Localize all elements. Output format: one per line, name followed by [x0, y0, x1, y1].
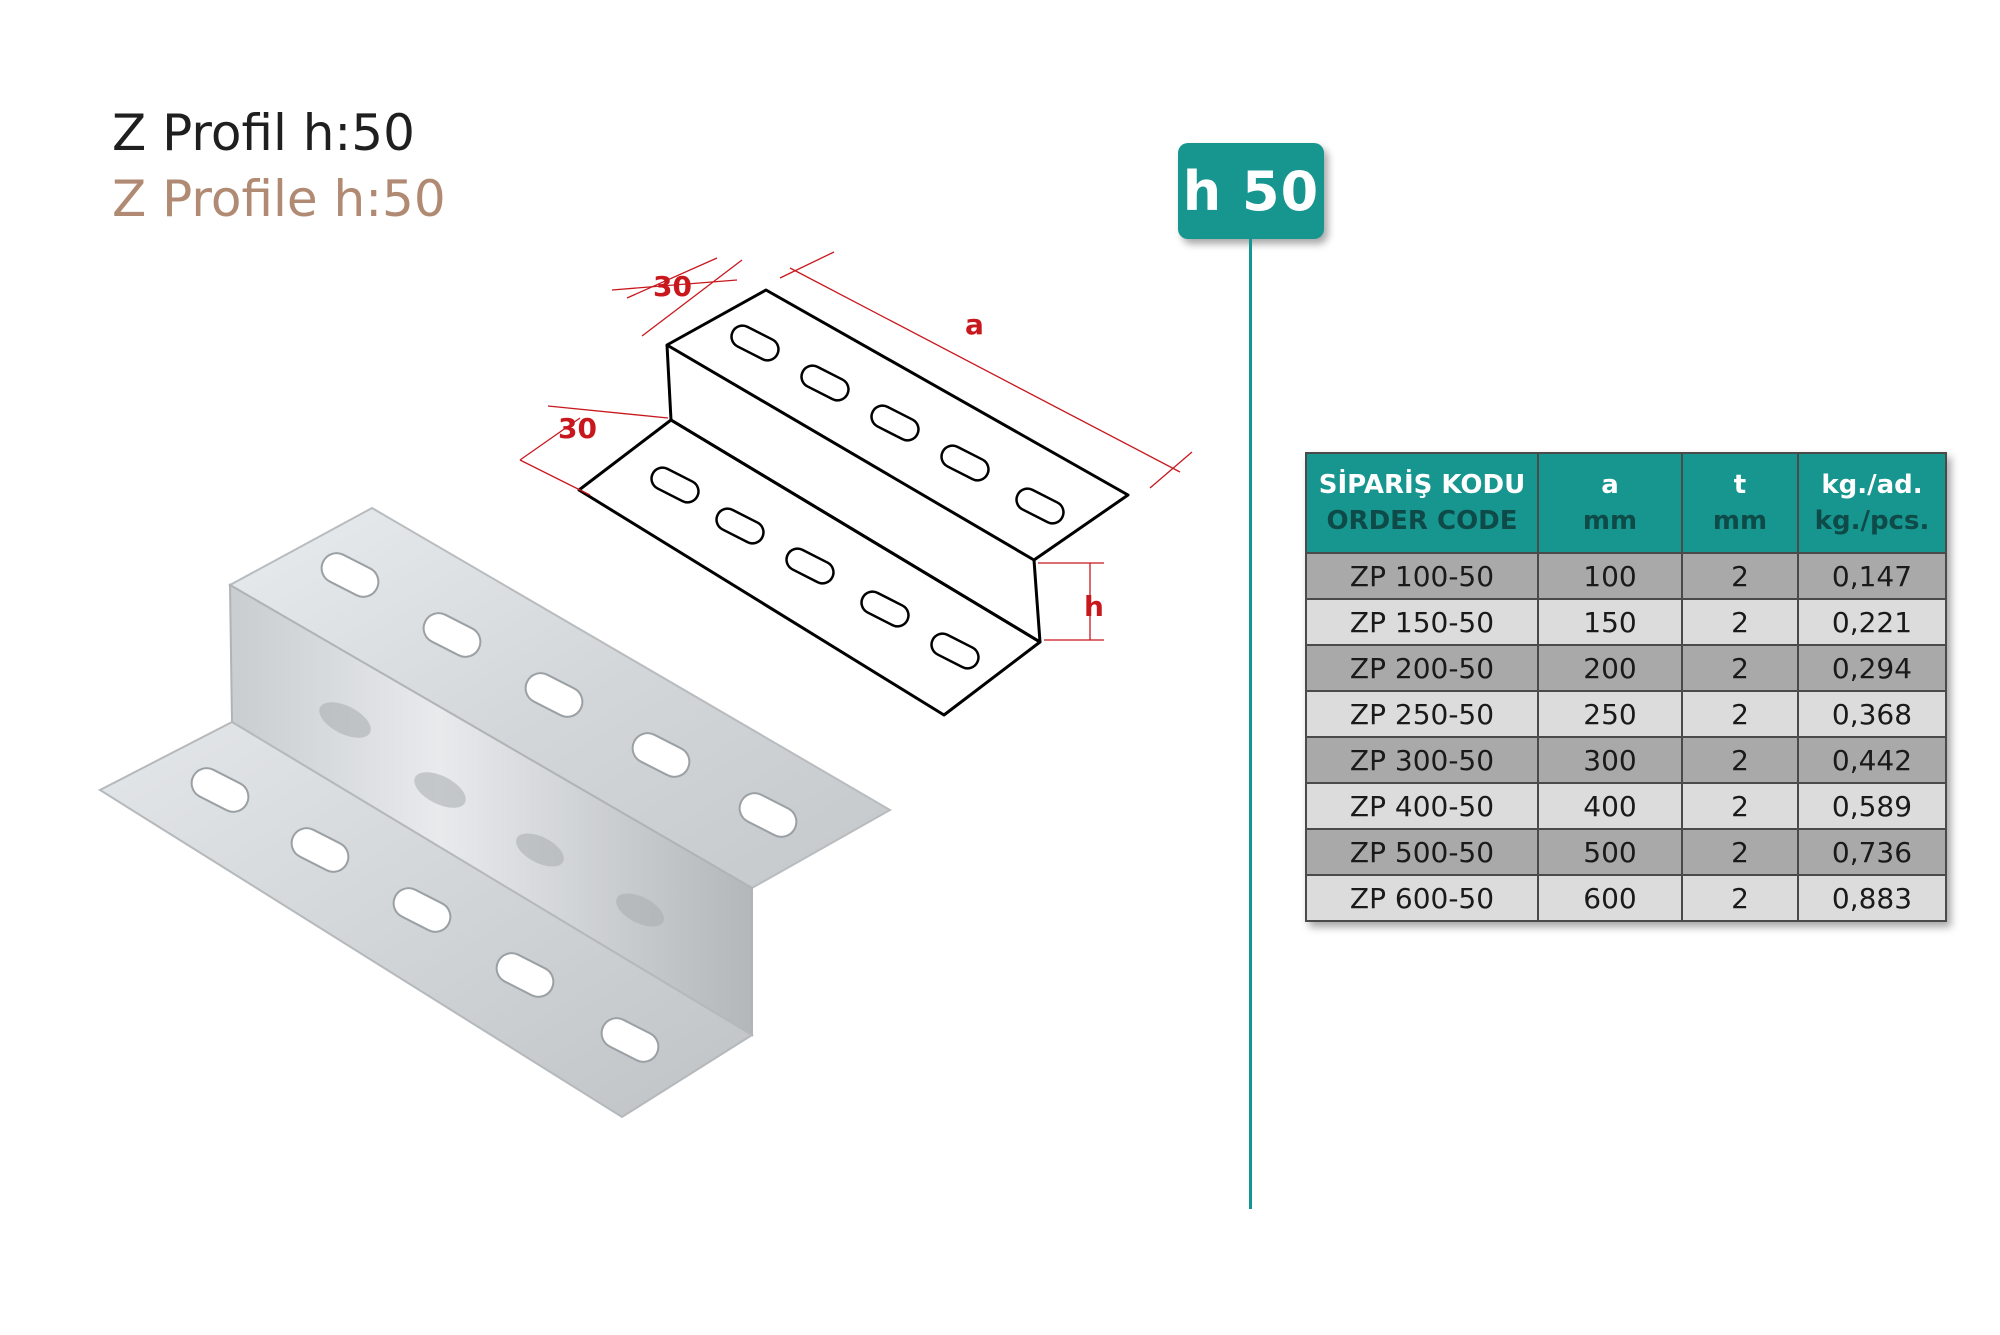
cell-code: ZP 250-50	[1305, 690, 1539, 738]
cell-t: 2	[1681, 828, 1799, 876]
cell-a: 400	[1537, 782, 1683, 830]
cell-weight: 0,221	[1797, 598, 1947, 646]
page-title-block: Z Profil h:50 Z Profile h:50	[112, 100, 446, 232]
dimension-label-height: h	[1084, 590, 1104, 623]
cell-code: ZP 500-50	[1305, 828, 1539, 876]
table-header-row: SİPARİŞ KODU ORDER CODE a mm t mm kg./ad…	[1305, 452, 1947, 554]
table-row: ZP 150-50 150 2 0,221	[1305, 598, 1947, 646]
product-illustration: 30 30 a h	[97, 251, 1193, 1119]
cell-weight: 0,589	[1797, 782, 1947, 830]
cell-code: ZP 600-50	[1305, 874, 1539, 922]
cell-code: ZP 100-50	[1305, 552, 1539, 600]
cell-a: 600	[1537, 874, 1683, 922]
dimension-label-bottom-width: 30	[558, 412, 597, 445]
header-a: a mm	[1537, 452, 1683, 554]
cell-weight: 0,736	[1797, 828, 1947, 876]
header-order-code-en: ORDER CODE	[1326, 506, 1518, 536]
cell-weight: 0,442	[1797, 736, 1947, 784]
cell-a: 200	[1537, 644, 1683, 692]
header-weight-tr: kg./ad.	[1821, 470, 1923, 500]
table-row: ZP 250-50 250 2 0,368	[1305, 690, 1947, 738]
table-row: ZP 100-50 100 2 0,147	[1305, 552, 1947, 600]
cell-t: 2	[1681, 736, 1799, 784]
dimension-lines	[519, 251, 1193, 641]
cell-weight: 0,294	[1797, 644, 1947, 692]
cell-t: 2	[1681, 874, 1799, 922]
header-a-label: a	[1601, 470, 1619, 500]
page-title-english: Z Profile h:50	[112, 170, 446, 228]
dimension-label-length: a	[965, 308, 984, 341]
header-weight-en: kg./pcs.	[1814, 506, 1930, 536]
cell-t: 2	[1681, 552, 1799, 600]
cell-weight: 0,883	[1797, 874, 1947, 922]
order-code-table: SİPARİŞ KODU ORDER CODE a mm t mm kg./ad…	[1305, 452, 1947, 922]
header-t-unit: mm	[1712, 506, 1768, 536]
table-row: ZP 400-50 400 2 0,589	[1305, 782, 1947, 830]
table-row: ZP 500-50 500 2 0,736	[1305, 828, 1947, 876]
accent-divider-line	[1249, 239, 1252, 1209]
z-profile-3d-render	[97, 506, 893, 1119]
dimension-label-top-width: 30	[653, 270, 692, 303]
cell-code: ZP 150-50	[1305, 598, 1539, 646]
cell-code: ZP 300-50	[1305, 736, 1539, 784]
cell-code: ZP 200-50	[1305, 644, 1539, 692]
cell-a: 500	[1537, 828, 1683, 876]
table-row: ZP 600-50 600 2 0,883	[1305, 874, 1947, 922]
header-order-code-tr: SİPARİŞ KODU	[1318, 470, 1526, 500]
header-t: t mm	[1681, 452, 1799, 554]
dimension-labels: 30 30 a h	[558, 270, 1104, 623]
table-row: ZP 200-50 200 2 0,294	[1305, 644, 1947, 692]
cell-weight: 0,147	[1797, 552, 1947, 600]
cell-a: 100	[1537, 552, 1683, 600]
cell-t: 2	[1681, 690, 1799, 738]
cell-t: 2	[1681, 782, 1799, 830]
z-profile-line-drawing	[577, 288, 1130, 717]
header-weight: kg./ad. kg./pcs.	[1797, 452, 1947, 554]
header-a-unit: mm	[1582, 506, 1638, 536]
cell-t: 2	[1681, 598, 1799, 646]
page-title-turkish: Z Profil h:50	[112, 104, 415, 162]
header-order-code: SİPARİŞ KODU ORDER CODE	[1305, 452, 1539, 554]
height-badge: h 50	[1178, 143, 1324, 239]
cell-weight: 0,368	[1797, 690, 1947, 738]
header-t-label: t	[1733, 470, 1747, 500]
cell-a: 150	[1537, 598, 1683, 646]
cell-code: ZP 400-50	[1305, 782, 1539, 830]
cell-a: 300	[1537, 736, 1683, 784]
cell-t: 2	[1681, 644, 1799, 692]
cell-a: 250	[1537, 690, 1683, 738]
table-row: ZP 300-50 300 2 0,442	[1305, 736, 1947, 784]
